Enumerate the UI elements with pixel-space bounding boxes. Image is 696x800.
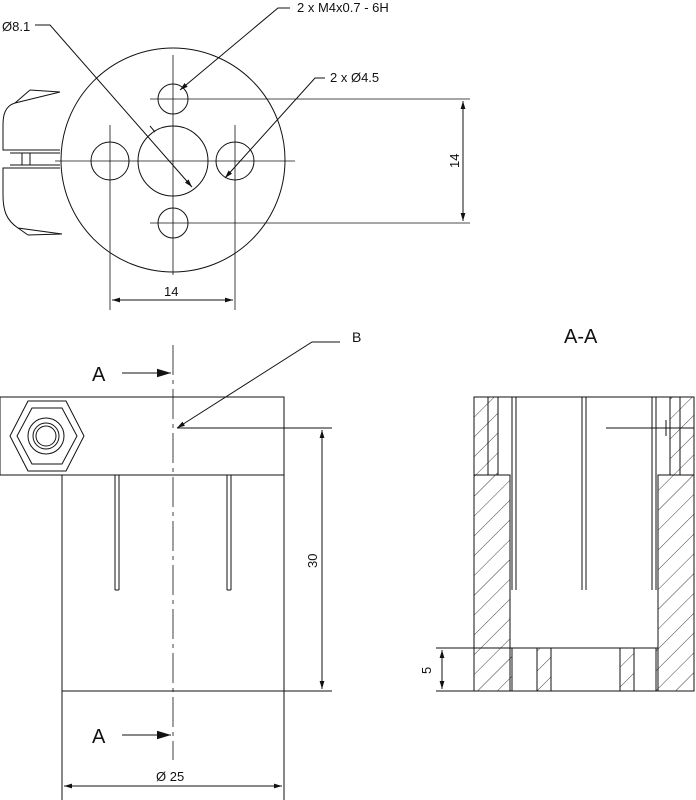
- section-marker-top: A: [92, 364, 106, 386]
- hatched-walls: [473, 396, 695, 692]
- section-marker-bottom: A: [92, 726, 106, 748]
- detail-b-label: B: [352, 329, 361, 345]
- section-title: A-A: [564, 326, 598, 348]
- dim-thread-label: 2 x M4x0.7 - 6H: [297, 0, 389, 15]
- center-lines: [55, 55, 470, 310]
- dim-holes-label: 2 x Ø4.5: [330, 70, 379, 85]
- top-view: [2, 7, 470, 310]
- dim-bore-label: Ø8.1: [2, 19, 30, 34]
- leader-bore: [35, 24, 193, 188]
- dim-horizontal-label: 14: [164, 284, 178, 299]
- section-view: [436, 396, 695, 692]
- dim-base: [436, 647, 510, 692]
- leader-bore-start: [149, 125, 156, 133]
- leader-thread: [179, 7, 290, 91]
- hex-nut: [9, 400, 85, 472]
- slots: [114, 475, 232, 591]
- dim-vertical-label: 14: [447, 154, 462, 168]
- dim-diameter-label: Ø 25: [156, 769, 184, 784]
- dim-base-label: 5: [419, 667, 434, 674]
- leader-holes: [224, 77, 325, 179]
- clamp-ear: [2, 89, 63, 236]
- front-view: [0, 341, 340, 800]
- dim-height-label: 30: [305, 554, 320, 568]
- leader-detail-b: [176, 341, 340, 429]
- clamp-block: [0, 396, 285, 476]
